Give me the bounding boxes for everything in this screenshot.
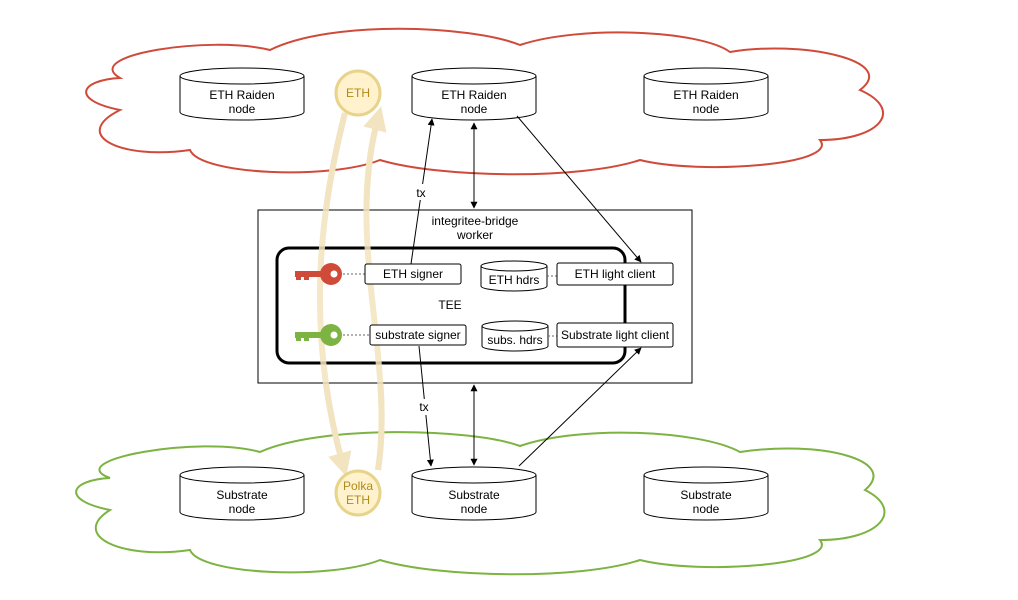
eth-coin: ETH (334, 69, 382, 117)
substrate-node-1-label-1: Substrate (216, 488, 268, 502)
worker-title-2: worker (456, 228, 493, 242)
substrate-signer-box: substrate signer (369, 324, 467, 346)
eth-node-to-light-client (516, 115, 642, 263)
eth-raiden-node-3-label-2: node (693, 102, 720, 116)
eth-raiden-node-1-label-1: ETH Raiden (209, 88, 274, 102)
eth-raiden-node-2: ETH Raiden node (411, 67, 537, 121)
substrate-node-3-label-2: node (693, 502, 720, 516)
tee-label: TEE (438, 298, 461, 312)
eth-light-client-label: ETH light client (575, 267, 656, 281)
eth-raiden-node-3: ETH Raiden node (643, 67, 769, 121)
substrate-node-3-label-1: Substrate (680, 488, 732, 502)
substrate-key-icon (295, 324, 342, 346)
eth-signer-label: ETH signer (383, 267, 443, 281)
polkaeth-coin: Polka ETH (334, 469, 382, 517)
eth-network-cloud (85, 27, 884, 176)
substrate-node-2: Substrate node (411, 466, 537, 521)
substrate-node-2-label-2: node (461, 502, 488, 516)
eth-headers-label: ETH hdrs (489, 273, 540, 287)
substrate-light-client-label: Substrate light client (561, 328, 670, 342)
eth-light-client-box: ETH light client (556, 262, 674, 286)
tx-bottom-label: tx (419, 400, 428, 414)
eth-raiden-node-1-label-2: node (229, 102, 256, 116)
eth-raiden-node-2-label-1: ETH Raiden (441, 88, 506, 102)
polkaeth-coin-label-2: ETH (346, 493, 370, 507)
eth-signer-box: ETH signer (364, 263, 462, 285)
eth-coin-label: ETH (346, 86, 370, 100)
subs-headers-db: subs. hdrs (481, 320, 549, 352)
substrate-node-2-label-1: Substrate (448, 488, 500, 502)
substrate-light-client-box: Substrate light client (556, 322, 674, 348)
polkaeth-to-eth-flow-overlay (363, 117, 385, 471)
substrate-node-to-light-client (518, 347, 642, 467)
substrate-network-cloud (75, 431, 886, 576)
substrate-node-1-label-2: node (229, 502, 256, 516)
substrate-signer-label: substrate signer (375, 328, 460, 342)
eth-headers-db: ETH hdrs (480, 260, 548, 292)
substrate-node-3: Substrate node (643, 466, 769, 521)
polkaeth-coin-label-1: Polka (343, 479, 373, 493)
substrate-node-1: Substrate node (179, 466, 305, 521)
subs-headers-label: subs. hdrs (487, 333, 542, 347)
worker-title-1: integritee-bridge (432, 214, 519, 228)
eth-raiden-node-1: ETH Raiden node (179, 67, 305, 121)
eth-raiden-node-3-label-1: ETH Raiden (673, 88, 738, 102)
eth-raiden-node-2-label-2: node (461, 102, 488, 116)
eth-key-icon (295, 263, 342, 285)
tx-top-label: tx (416, 186, 425, 200)
